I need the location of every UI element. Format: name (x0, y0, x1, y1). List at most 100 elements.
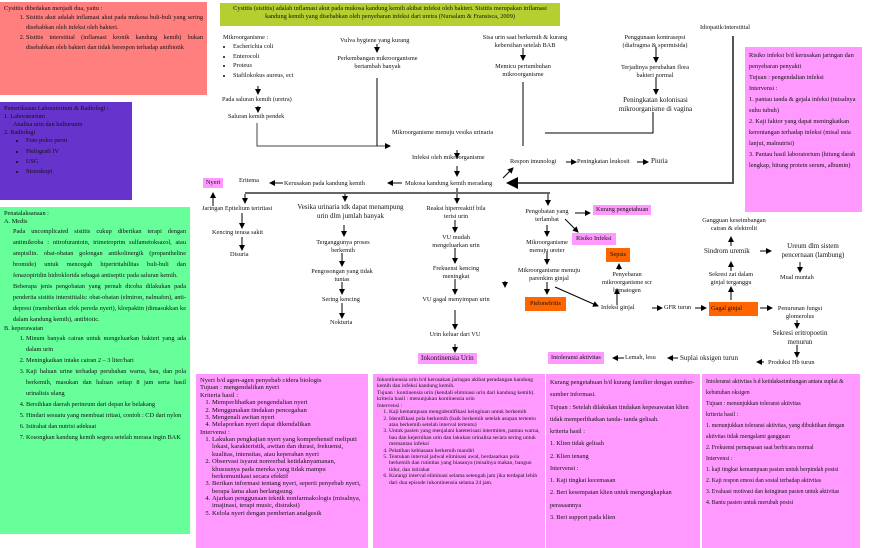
mgmt-b-item: Istirahat dan nutrisi adekuat (26, 421, 186, 432)
node-pengobatan: Pengobatan yang terlambat (525, 208, 569, 223)
node-risiko-infeksi: Risiko Infeksi (572, 233, 616, 245)
rad-item: Pielografi IV (26, 147, 128, 157)
node-eritema: Eritema (239, 177, 259, 184)
node-gfr: GFR turun (664, 304, 692, 311)
node-gagal-ginjal: Gagal ginjal (709, 302, 758, 316)
pain-crit-item: Memperlihatkan pengendalian nyeri (212, 399, 364, 406)
pain-int-item: Berikan informasi tentang nyeri, seperti… (212, 480, 364, 495)
pain-int: Intervensi : (200, 428, 230, 436)
node-vulva: Vulva hygiene yang kurang (340, 37, 410, 44)
mgmt-b-item: Hindari sesuatu yang membuat iritasi, co… (26, 410, 186, 421)
node-inkontinensia: Inkontinensia Urin (418, 353, 477, 364)
node-reaksi: Reaksi hiperreaktif bila terisi urin (426, 205, 486, 220)
act-int-item: 4. Bantu pasien untuk merubah posisi (706, 500, 794, 506)
pain-int-item: Lakukan pengkajian nyeri yang komprehens… (212, 436, 364, 458)
know-int: Intervensi : (550, 464, 579, 472)
mgmt-b-item: Bersihkan daerah perineum dari depan ke … (26, 399, 186, 410)
node-saluran-uretra: Pada saluran kemih (uretra) (222, 96, 292, 103)
node-kerusakan: Kerusakan pada kandung kemih (284, 180, 365, 187)
type-item: Sistitis interstitial (inflamasi kronik … (26, 33, 203, 53)
pain-int-item: Kelola nyeri dengan pemberian analgesik (212, 510, 364, 517)
incont-item: Untuk pasien yang menjalani kateterisasi… (389, 428, 541, 447)
mgmt-b-item: Kaji haluan urine terhadap perubahan war… (26, 366, 186, 399)
node-mual: Mual muntah (780, 274, 814, 281)
node-vu-mudah: VU mudah mengeluarkan urin (432, 234, 480, 249)
node-penyebaran: Penyebaran mikroorganisme scr hematogen (601, 271, 653, 294)
node-kencing-sakit: Kencing terasa sakit (212, 229, 264, 236)
know-goal: Tujuan : Setelah dilakukan tindakan kepe… (550, 403, 689, 423)
node-menuju-vesika: Mikroorganisme menuju vesika urinaria (392, 129, 494, 136)
mgmt-title: Penatalaksanaan : (4, 210, 49, 217)
micro-item: Stafilokokus aureus, ect (233, 71, 293, 81)
lab-label: 1. Laboratorium (4, 112, 45, 120)
types-title: Cystitis dibedakan menjadi dua, yaitu : (4, 5, 103, 12)
mgmt-b: B. keperawatan (4, 324, 44, 332)
act-int-item: 2. Kaji respon emosi dan sosial terhadap… (706, 478, 821, 484)
know-int-item: 1. Kaji tingkat kecemasan (550, 477, 616, 485)
node-saluran-pendek: Saluran kemih pendek (228, 113, 285, 120)
node-leukosit: Peningkatan leukosit (577, 158, 630, 165)
know-crit: kriteria hasil : (550, 428, 585, 436)
node-urin-keluar: Urin keluar dari VU (429, 331, 481, 338)
pain-crit-item: Mengenali awitan nyeri (212, 414, 364, 421)
act-int-item: 3. Evaluasi motivasi dan keinginan pasie… (706, 489, 840, 495)
microorganism-list: Mikroorganisme : Escherichia coli Entero… (223, 34, 293, 81)
node-kontrasepsi: Penggunaan kontrasepsi (diafragma & sper… (622, 34, 688, 49)
risk-item: 3. Pantau hasil laboratorium (hitung dar… (749, 151, 856, 170)
knowledge-care-plan-box: Kurang pengetahuan b/d kurang familier d… (546, 374, 700, 548)
risk-item: 1. pantau tanda & gejala infeksi (misaln… (749, 96, 856, 115)
mgmt-a-p1: Pada uncomplicated sistitis cukup diberi… (13, 227, 186, 279)
node-memicu: Memicu pertumbuhan mikroorganisme (495, 63, 551, 78)
pain-goal: Tujuan : mengendalikan nyeri (200, 384, 280, 392)
node-terganggu: Terganggunya proses berkemih (316, 239, 370, 254)
act-int-item: 1. kaji tingkat kemampuan pasien untuk b… (706, 467, 839, 473)
rad-item: USG (26, 157, 128, 167)
node-idiopatik: Idiopatik/interstitial (700, 24, 751, 31)
incont-title: Inkontinensia urin b/d kerusakan jaringa… (377, 377, 534, 390)
know-crit-item: 2. Klien tenang (550, 452, 589, 460)
node-mukosa: Mukosa kandung kemih meradang (405, 180, 493, 187)
management-box: Penatalaksanaan : A. Medis Pada uncompli… (0, 207, 190, 534)
types-list: Sistitis akut adalah inflamasi akut pada… (4, 13, 203, 53)
risk-title: Risiko infeksi b/d kerusakan jaringan da… (749, 52, 854, 71)
risk-int: Intervensi : (749, 85, 778, 93)
pain-care-plan-box: Nyeri b/d agen-agen penyebab cidera biol… (196, 374, 368, 548)
pain-int-item: Ajarkan penggunaan teknik nonfarmakologi… (212, 495, 364, 510)
node-sekresi-zat: Sekresi zat dalam ginjal terganggu (708, 271, 754, 286)
node-vu-gagal: VU gagal menyimpan urin (422, 296, 490, 303)
act-crit-item: 1. menunjukkan toleransi aktivitas, yang… (706, 423, 845, 440)
rad-label: 2. Radiologi (4, 128, 36, 136)
lab-radiology-box: Pemeriksaan Laboratorium & Radiologi : 1… (0, 102, 132, 200)
risk-infection-box: Risiko infeksi b/d kerusakan jaringan da… (745, 47, 862, 212)
mgmt-b-item: Meningkatkan intake cairan 2 – 3 liter/h… (26, 355, 186, 366)
node-piuria: Piuria (651, 157, 668, 165)
micro-title: Mikroorganisme : (223, 34, 269, 41)
pain-crit: Kriteria hasil : (200, 391, 239, 399)
node-perkembangan: Perkembangan mikroorganisme bertambah ba… (337, 55, 418, 70)
micro-item: Escherichia coli (233, 42, 293, 52)
pain-int-item: Observasi isyarat nonverbal ketidaknyama… (212, 458, 364, 480)
mgmt-b-item: Minum banyak cairan untuk mengeluarkan b… (26, 333, 186, 355)
micro-item: Proteus (233, 61, 293, 71)
act-title: Intoleransi aktivitas b.d ketidakseimban… (706, 379, 844, 396)
node-disuria: Disuria (230, 251, 249, 258)
activity-care-plan-box: Intoleransi aktivitas b.d ketidakseimban… (702, 374, 860, 548)
node-lemah: Lemah, lesu (625, 354, 656, 361)
node-ureum: Ureum dlm sistem pencernaan (lambung) (781, 242, 845, 259)
node-suplai: Suplai oksigen turun (680, 354, 738, 362)
node-respon: Respon imunologi (510, 158, 557, 165)
type-item: Sistitis akut adalah inflamasi akut pada… (26, 13, 203, 33)
node-eritropoetin: Sekresi eritropoetin menurun (772, 329, 828, 346)
node-flora: Terjadinya perubahan flora bakteri norma… (620, 64, 690, 79)
node-sindrom: Sindrom uremik (704, 247, 750, 255)
incont-item: Kurangi interval eliminasi selama seteng… (389, 473, 541, 486)
node-kurang-pengetahuan: Kurang pengetahuan (593, 205, 652, 215)
act-crit: kriteria hasil : (706, 412, 739, 418)
node-parenkim: Mikroorganisme menuju parenkim ginjal (517, 267, 581, 282)
rad-item: Sistoskopi (26, 167, 128, 177)
mgmt-a-p2: Beberapa jenis pengobatan yang pernah di… (13, 282, 186, 323)
know-title: Kurang pengetahuan b/d kurang familier d… (550, 379, 695, 399)
pain-crit-item: Menggunakan tindakan pencegahan (212, 407, 364, 414)
act-int: Intervensi : (706, 456, 733, 462)
node-nyeri: Nyeri (203, 178, 224, 188)
